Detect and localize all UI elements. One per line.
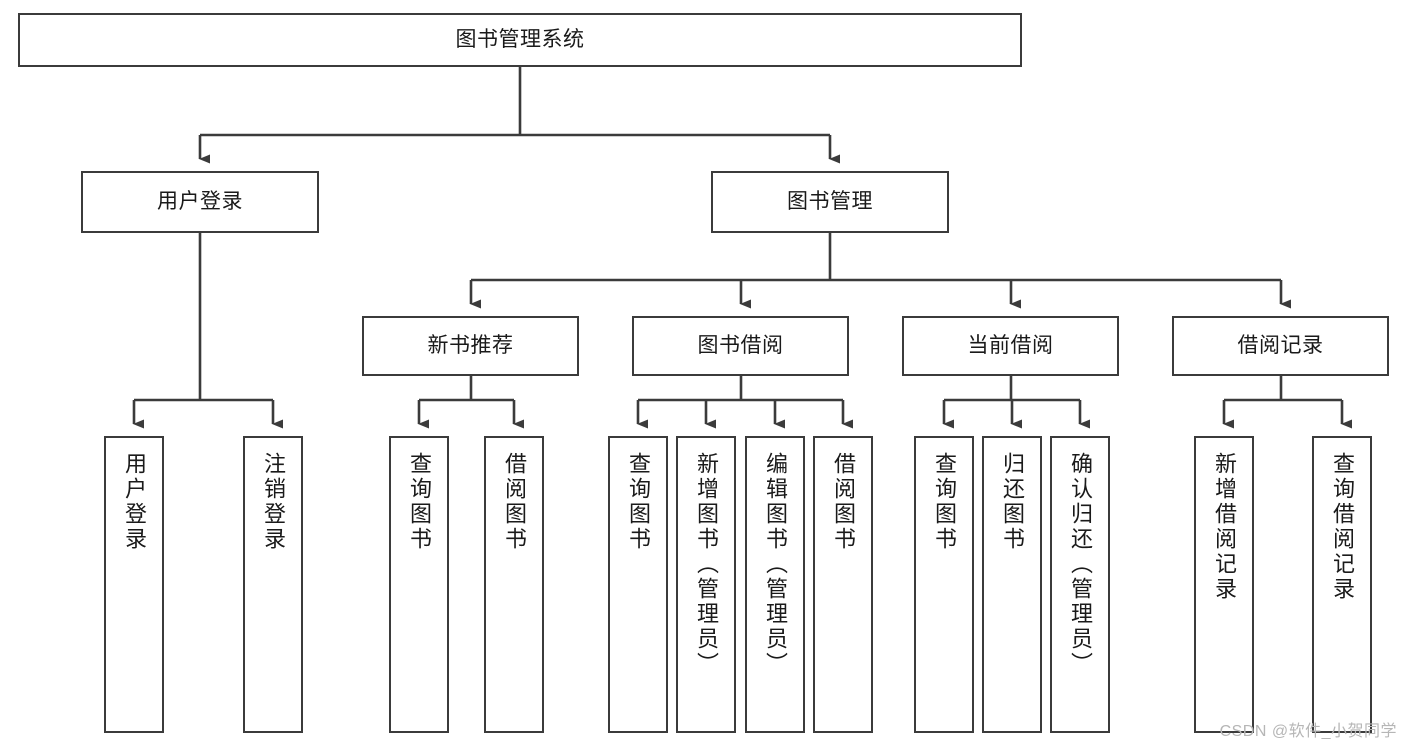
node-leaf-user-login[interactable]: 用户登录	[104, 436, 164, 733]
node-user-login[interactable]: 用户登录	[81, 171, 319, 233]
node-new-book-recommend[interactable]: 新书推荐	[362, 316, 579, 376]
node-label: 确认归还（管理员）	[1068, 452, 1093, 677]
node-root[interactable]: 图书管理系统	[18, 13, 1022, 67]
node-label: 查询图书	[626, 452, 651, 552]
node-label: 注销登录	[261, 452, 286, 552]
node-label: 图书管理系统	[455, 27, 585, 51]
node-label: 用户登录	[157, 189, 243, 213]
node-leaf-edit-book[interactable]: 编辑图书（管理员）	[745, 436, 805, 733]
node-label: 编辑图书（管理员）	[763, 452, 788, 677]
node-label: 当前借阅	[967, 333, 1054, 357]
node-label: 图书借阅	[697, 333, 784, 357]
node-leaf-logout[interactable]: 注销登录	[243, 436, 303, 733]
node-label: 用户登录	[122, 452, 147, 552]
node-leaf-query-record[interactable]: 查询借阅记录	[1312, 436, 1372, 733]
node-leaf-borrow-book-rec[interactable]: 借阅图书	[484, 436, 544, 733]
node-book-borrow[interactable]: 图书借阅	[632, 316, 849, 376]
node-book-manage[interactable]: 图书管理	[711, 171, 949, 233]
node-borrow-record[interactable]: 借阅记录	[1172, 316, 1389, 376]
node-label: 新增图书（管理员）	[694, 452, 719, 677]
node-label: 借阅图书	[831, 452, 856, 552]
node-label: 新增借阅记录	[1212, 452, 1237, 602]
node-label: 图书管理	[787, 189, 873, 213]
node-leaf-return-book[interactable]: 归还图书	[982, 436, 1042, 733]
node-label: 查询图书	[407, 452, 432, 552]
node-label: 借阅记录	[1237, 333, 1324, 357]
node-leaf-query-book-borrow[interactable]: 查询图书	[608, 436, 668, 733]
node-leaf-add-book[interactable]: 新增图书（管理员）	[676, 436, 736, 733]
node-leaf-add-record[interactable]: 新增借阅记录	[1194, 436, 1254, 733]
node-label: 新书推荐	[427, 333, 514, 357]
node-label: 归还图书	[1000, 452, 1025, 552]
node-label: 查询借阅记录	[1330, 452, 1355, 602]
node-leaf-query-book-rec[interactable]: 查询图书	[389, 436, 449, 733]
node-current-borrow[interactable]: 当前借阅	[902, 316, 1119, 376]
watermark: CSDN @软件_小贺同学	[1219, 723, 1397, 740]
node-leaf-confirm-return[interactable]: 确认归还（管理员）	[1050, 436, 1110, 733]
node-leaf-borrow-book[interactable]: 借阅图书	[813, 436, 873, 733]
node-label: 查询图书	[932, 452, 957, 552]
node-leaf-query-book-cur[interactable]: 查询图书	[914, 436, 974, 733]
node-label: 借阅图书	[502, 452, 527, 552]
